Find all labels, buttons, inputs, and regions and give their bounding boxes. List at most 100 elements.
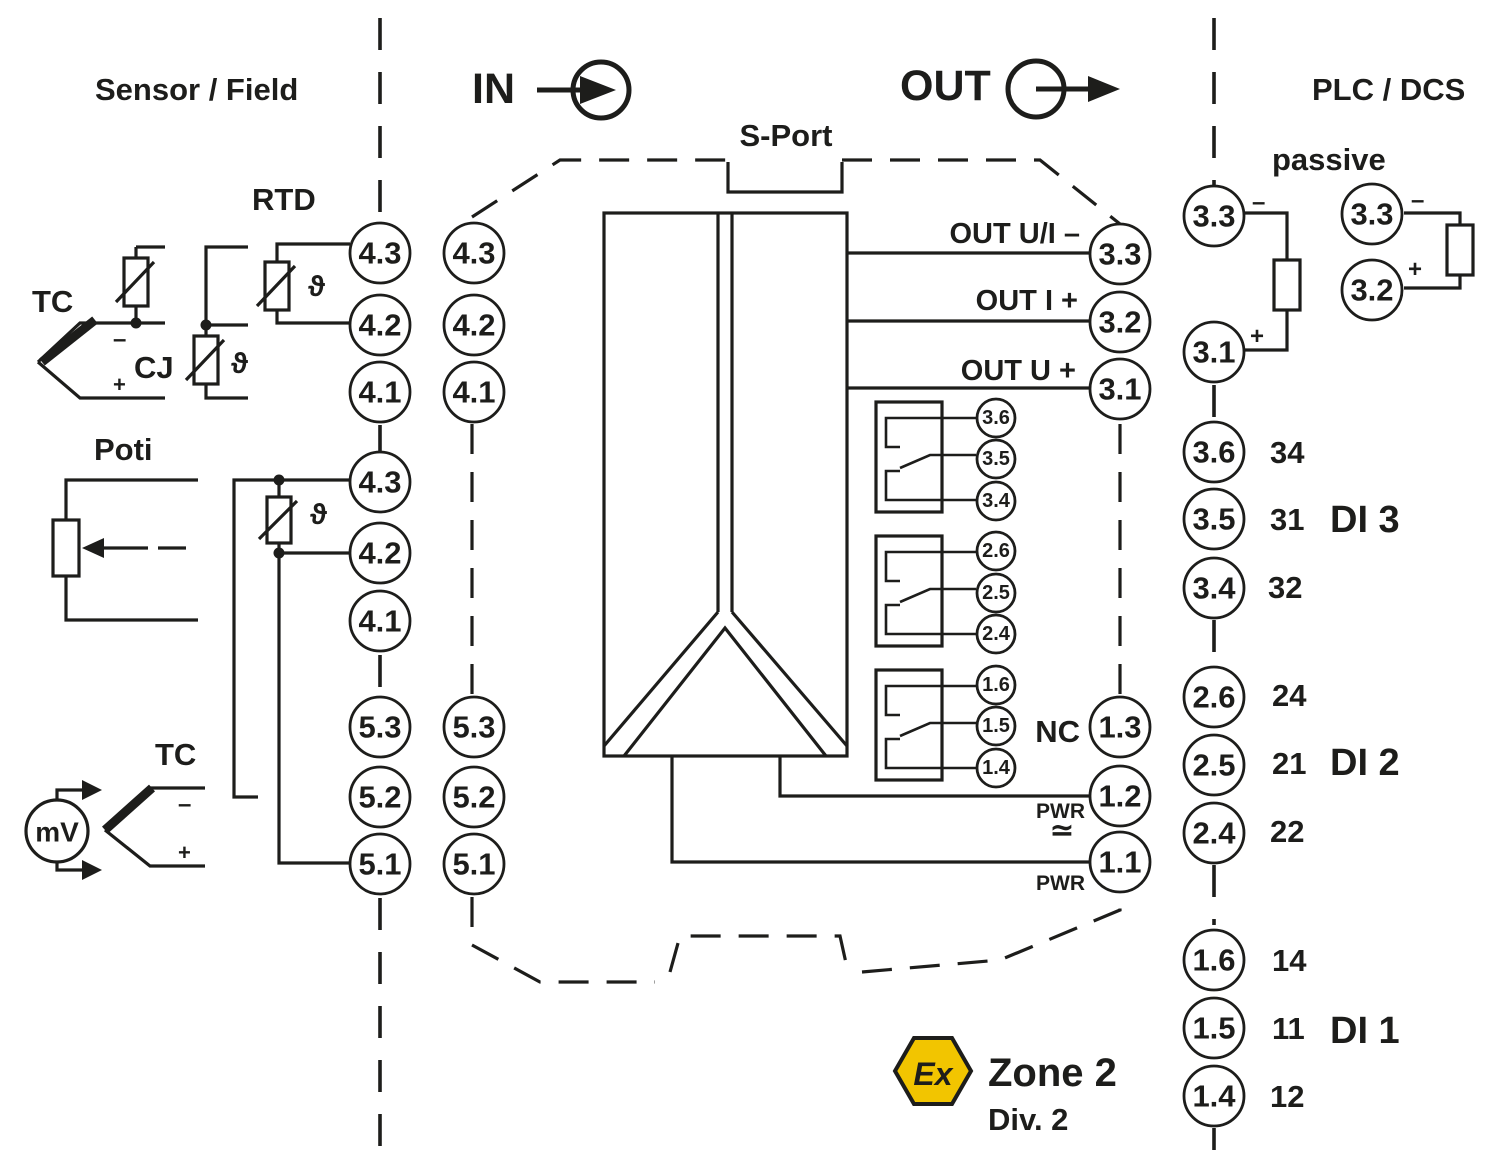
terminal-small: 1.6 [975, 664, 1017, 706]
input-arrow-icon [537, 59, 632, 121]
terminal: 1.1 [1088, 830, 1152, 894]
rtd-sensor [255, 242, 350, 325]
svg-text:3.4: 3.4 [982, 490, 1011, 512]
svg-text:1.5: 1.5 [1192, 1011, 1235, 1046]
passive-load-1 [1245, 211, 1302, 352]
svg-text:1.1: 1.1 [1098, 845, 1141, 880]
module-block [602, 211, 849, 758]
label-passive: passive [1272, 142, 1386, 177]
svg-text:3.1: 3.1 [1098, 372, 1141, 407]
svg-text:4.1: 4.1 [358, 604, 401, 639]
svg-text:4.3: 4.3 [358, 236, 401, 271]
terminal: 1.4 [1182, 1064, 1246, 1128]
svg-text:2.6: 2.6 [1192, 680, 1235, 715]
label-tc2-minus: – [178, 791, 191, 818]
svg-text:3.5: 3.5 [1192, 502, 1235, 537]
heading-in: IN [472, 65, 515, 113]
svg-text:5.2: 5.2 [452, 780, 495, 815]
terminal: 3.5 [1182, 487, 1246, 551]
terminal: 3.1 [1182, 320, 1246, 384]
svg-text:1.3: 1.3 [1098, 710, 1141, 745]
terminal-small: 3.6 [975, 397, 1017, 439]
svg-text:3.1: 3.1 [1192, 335, 1235, 370]
svg-text:2.5: 2.5 [1192, 748, 1235, 783]
label-plc-plus-1: + [1250, 323, 1264, 350]
terminal: 1.2 [1088, 764, 1152, 828]
pin-label: 22 [1270, 814, 1304, 849]
terminal: 2.6 [1182, 665, 1246, 729]
svg-text:4.1: 4.1 [452, 375, 495, 410]
terminal: 5.3 [348, 695, 412, 759]
terminal: 5.2 [348, 765, 412, 829]
svg-text:5.2: 5.2 [358, 780, 401, 815]
label-out-u-plus: OUT U + [961, 355, 1076, 387]
terminal: 3.4 [1182, 556, 1246, 620]
label-plc-minus-1: – [1252, 189, 1265, 216]
label-cj: CJ [134, 350, 174, 385]
terminal: 3.2 [1340, 258, 1404, 322]
label-rtd-theta: ϑ [308, 271, 325, 303]
label-cj-theta: ϑ [231, 348, 248, 380]
s-port-connector [726, 162, 844, 194]
heading-out: OUT [900, 62, 991, 110]
terminal: 2.4 [1182, 801, 1246, 865]
mv-source-icon [24, 780, 102, 880]
svg-text:3.2: 3.2 [1350, 273, 1393, 308]
terminal: 1.5 [1182, 996, 1246, 1060]
di3-label: DI 3 [1330, 499, 1400, 541]
svg-text:2.6: 2.6 [982, 540, 1010, 562]
label-nc: NC [1035, 714, 1080, 749]
pin-label: 34 [1270, 435, 1305, 470]
pin-label: 12 [1270, 1079, 1304, 1114]
terminal-small: 2.4 [975, 613, 1017, 655]
tc-cj-sensor [36, 245, 165, 400]
svg-text:4.3: 4.3 [358, 465, 401, 500]
label-pwr-tilde: ≃ [1049, 814, 1074, 847]
cj-rtd-element [184, 245, 248, 400]
terminal: 2.5 [1182, 733, 1246, 797]
passive-load-2 [1404, 211, 1475, 290]
terminal: 4.3 [442, 221, 506, 285]
svg-text:5.1: 5.1 [452, 847, 495, 882]
terminal-small: 2.6 [975, 530, 1017, 572]
terminal: 1.3 [1088, 695, 1152, 759]
label-tc-1: TC [32, 284, 73, 319]
svg-text:1.6: 1.6 [1192, 943, 1235, 978]
svg-text:5.1: 5.1 [358, 847, 401, 882]
svg-text:4.2: 4.2 [358, 308, 401, 343]
terminal: 5.1 [442, 832, 506, 896]
svg-text:Ex: Ex [913, 1056, 953, 1092]
pin-label: 14 [1272, 943, 1307, 978]
ex-approval-icon: Ex [892, 1036, 974, 1106]
label-plc-minus-2: – [1411, 187, 1424, 214]
svg-text:3.2: 3.2 [1098, 305, 1141, 340]
di2-label: DI 2 [1330, 742, 1400, 784]
terminal: 4.1 [348, 360, 412, 424]
tc-sensor-2 [102, 784, 205, 868]
label-tc1-plus: + [113, 372, 126, 397]
di1-label: DI 1 [1330, 1010, 1400, 1052]
pin-label: 31 [1270, 502, 1304, 537]
terminal: 4.3 [348, 450, 412, 514]
terminal: 1.6 [1182, 928, 1246, 992]
terminal: 3.3 [1340, 182, 1404, 246]
relay-2 [874, 534, 976, 648]
svg-text:2.5: 2.5 [982, 582, 1010, 604]
svg-text:4.2: 4.2 [452, 308, 495, 343]
potentiometer [51, 478, 198, 622]
division-label: Div. 2 [988, 1102, 1068, 1137]
label-poti: Poti [94, 432, 153, 467]
label-rtd: RTD [252, 182, 316, 217]
svg-text:3.5: 3.5 [982, 448, 1010, 470]
terminal: 5.1 [348, 832, 412, 896]
terminal: 4.2 [442, 293, 506, 357]
svg-text:4.3: 4.3 [452, 236, 495, 271]
relay-1 [874, 668, 976, 782]
pin-label: 21 [1272, 746, 1306, 781]
zone-label: Zone 2 [988, 1051, 1117, 1095]
pin-label: 11 [1272, 1011, 1305, 1046]
label-tc2-theta: ϑ [310, 499, 327, 531]
terminal-small: 1.4 [975, 747, 1017, 789]
svg-text:4.2: 4.2 [358, 536, 401, 571]
terminal: 3.2 [1088, 290, 1152, 354]
